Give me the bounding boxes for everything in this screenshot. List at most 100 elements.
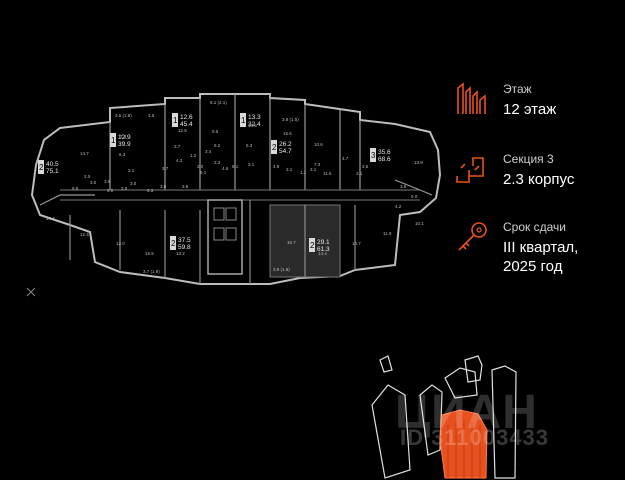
room-area-label: 5.2 bbox=[214, 143, 221, 148]
room-area-label: 3.5 bbox=[148, 113, 155, 118]
apartment-living-area: 37.5 bbox=[178, 237, 191, 244]
room-area-label: 15.5 bbox=[145, 251, 154, 256]
room-area-label: 1.1 bbox=[300, 170, 307, 175]
apartment-rooms-box bbox=[309, 238, 315, 252]
room-area-label: 4.7 bbox=[342, 156, 349, 161]
floor-value: 12 этаж bbox=[503, 101, 557, 118]
room-area-label: 3.9 (1.8) bbox=[273, 267, 290, 272]
room-area-label: 12.0 bbox=[116, 241, 125, 246]
room-area-label: 12.4 bbox=[80, 232, 89, 237]
room-area-label: 14.4 bbox=[318, 251, 327, 256]
info-section: Секция 3 2.3 корпус bbox=[455, 152, 574, 189]
room-area-label: 3.7 (1.9) bbox=[143, 269, 160, 274]
deadline-value-line-2: 2025 год bbox=[503, 258, 563, 275]
compass-mark bbox=[26, 287, 36, 297]
key-icon bbox=[458, 222, 487, 251]
highlighted-building bbox=[439, 409, 488, 479]
room-area-label: 5.0 bbox=[107, 188, 114, 193]
apartment-total-area: 54.7 bbox=[279, 148, 292, 155]
apartment-living-area: 26.2 bbox=[279, 141, 292, 148]
highlighted-building-lines bbox=[447, 420, 481, 478]
apartment-living-area: 40.5 bbox=[46, 161, 59, 168]
room-area-label: 14.7 bbox=[80, 151, 89, 156]
info-deadline: Срок сдачи III квартал, 2025 год bbox=[455, 220, 578, 276]
room-area-label: 3.1 bbox=[310, 167, 317, 172]
apartment-total-area: 68.6 bbox=[378, 156, 391, 163]
watermark-id: ID 311003433 bbox=[400, 425, 550, 450]
room-area-label: 4.3 bbox=[176, 158, 183, 163]
room-area-label: 10.7 bbox=[287, 240, 296, 245]
room-area-label: 3.1 bbox=[356, 171, 363, 176]
apartment-living-area: 12.9 bbox=[118, 134, 131, 141]
lower-walls bbox=[69, 200, 356, 284]
room-area-label: 4.6 bbox=[222, 166, 229, 171]
section-label: Секция 3 bbox=[503, 152, 554, 166]
corridor bbox=[60, 189, 420, 201]
room-area-label: 2.0 bbox=[84, 174, 91, 179]
room-area-label: 12.5 bbox=[178, 128, 187, 133]
room-area-label: 5.3 bbox=[246, 143, 253, 148]
elevator-shaft bbox=[213, 207, 225, 221]
room-area-label: 13.9 bbox=[414, 160, 423, 165]
apartment-total-area: 39.9 bbox=[118, 141, 131, 148]
room-area-label: 9.8 bbox=[72, 186, 79, 191]
apartment-rooms: 1 bbox=[111, 136, 116, 145]
room-area-label: 3.0 bbox=[130, 181, 137, 186]
elevator-core bbox=[207, 199, 243, 275]
room-area-label: 5.1 bbox=[200, 170, 207, 175]
room-area-label: 11.6 bbox=[323, 171, 332, 176]
room-area-label: 3.5 (1.8) bbox=[115, 113, 132, 118]
apartment-living-area: 12.6 bbox=[180, 114, 193, 121]
elevator-shaft bbox=[213, 227, 225, 241]
room-area-label: 5.3 bbox=[147, 188, 154, 193]
room-area-label: 3.8 bbox=[182, 184, 189, 189]
room-area-label: 11.9 bbox=[383, 231, 392, 236]
room-area-label: 6.3 bbox=[119, 152, 126, 157]
deadline-value-line-1: III квартал, bbox=[503, 239, 579, 256]
apartment-rooms-box bbox=[240, 113, 246, 127]
apartment-rooms-box bbox=[110, 133, 116, 147]
apartment-rooms-box bbox=[271, 140, 277, 154]
apartment-rooms: 1 bbox=[241, 116, 246, 125]
room-area-label: 9.6 bbox=[212, 129, 219, 134]
elevator-shaft bbox=[225, 227, 237, 241]
room-area-label: 4.9 bbox=[273, 164, 280, 169]
room-area-label: 10.1 bbox=[415, 221, 424, 226]
deadline-label: Срок сдачи bbox=[503, 220, 566, 234]
room-area-label: 15.6 bbox=[283, 131, 292, 136]
room-area-label: 3.1 bbox=[286, 167, 293, 172]
building-outline bbox=[30, 93, 442, 285]
room-area-label: 2.7 bbox=[174, 144, 181, 149]
apartment-rooms-box bbox=[172, 113, 178, 127]
section-icon bbox=[456, 157, 484, 183]
apartment-rooms-box bbox=[38, 160, 44, 174]
room-area-label: 8.1 bbox=[232, 164, 239, 169]
apartment-rooms-box bbox=[370, 148, 376, 162]
room-area-label: 3.1 bbox=[128, 168, 135, 173]
deadline-value: III квартал, 2025 год bbox=[503, 238, 578, 276]
room-area-label: 4.2 bbox=[395, 204, 402, 209]
room-area-label: 13.5 bbox=[248, 123, 257, 128]
apartment-living-area: 13.3 bbox=[248, 114, 261, 121]
room-area-label: 14.7 bbox=[352, 241, 361, 246]
apartment-rooms: 2 bbox=[171, 239, 176, 248]
room-area-label: 7.3 bbox=[314, 162, 321, 167]
room-area-label: 6.1 (2.1) bbox=[210, 100, 227, 105]
apartment-living-area: 35.6 bbox=[378, 149, 391, 156]
room-area-label: 3.5 bbox=[400, 184, 407, 189]
apartment-total-area: 75.1 bbox=[46, 168, 59, 175]
room-area-label: 3.4 bbox=[205, 149, 212, 154]
floor-label: Этаж bbox=[503, 82, 532, 96]
room-area-label: 3.7 bbox=[162, 166, 169, 171]
info-floor: Этаж 12 этаж bbox=[455, 82, 556, 119]
room-area-label: 2.0 bbox=[197, 164, 204, 169]
